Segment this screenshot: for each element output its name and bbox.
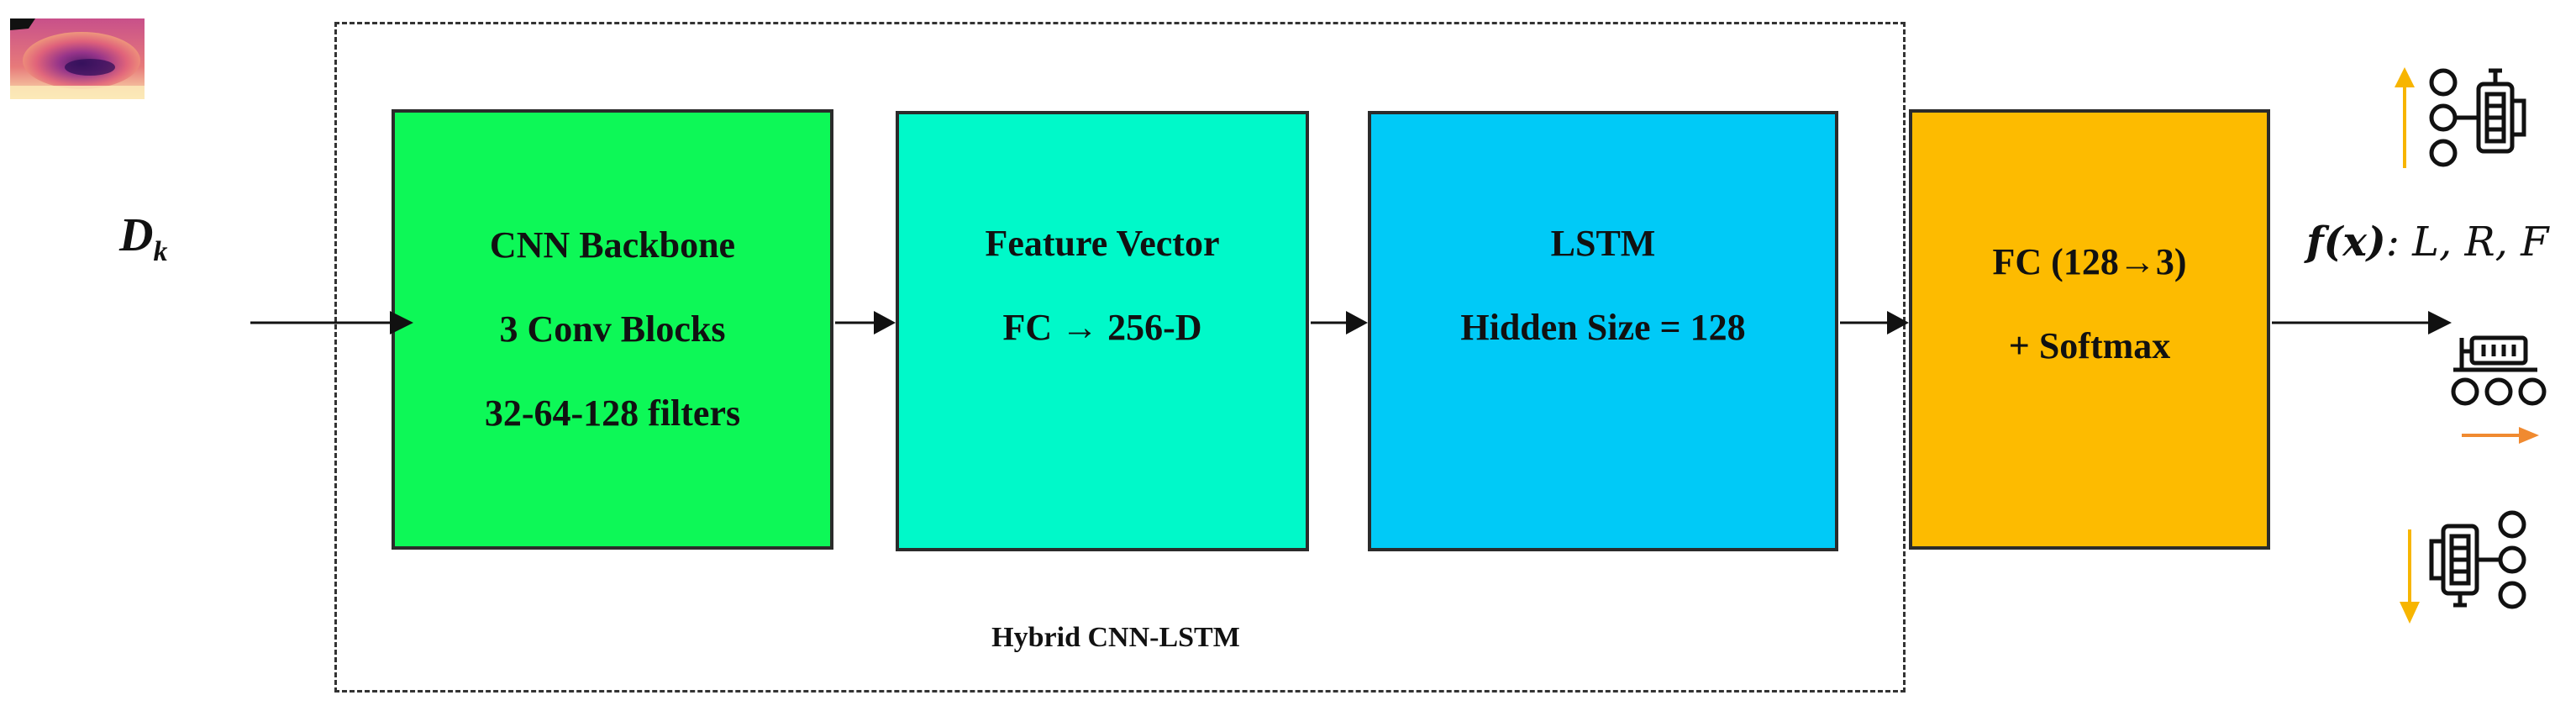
block-line: Hidden Size = 128	[1460, 307, 1746, 348]
output-classes: : L, R, F	[2385, 219, 2549, 266]
depth-image	[10, 18, 145, 99]
input-label: Dk	[119, 208, 167, 268]
input-label-sub: k	[153, 236, 168, 268]
down-arrow-icon	[2400, 529, 2420, 624]
lstm-to-fc-arrow-head	[1887, 311, 1909, 334]
output-function: f(x)	[2306, 219, 2386, 266]
input-arrow-head	[390, 311, 413, 334]
depth-map-graphic	[10, 18, 145, 99]
lstm-block: LSTM Hidden Size = 128	[1368, 111, 1838, 551]
block-line: 3 Conv Blocks	[499, 308, 726, 350]
group-label: Hybrid CNN-LSTM	[991, 622, 1240, 653]
rover-forward-icon	[2451, 335, 2547, 406]
flow-arrows	[250, 311, 2452, 334]
output-arrow-head	[2428, 311, 2452, 334]
feature-vector-block: Feature Vector FC → 256-D	[896, 111, 1309, 551]
hybrid-cnn-lstm-group	[334, 22, 1906, 693]
input-label-main: D	[119, 209, 154, 261]
block-line: + Softmax	[2008, 325, 2171, 366]
block-line: FC → 256-D	[1002, 307, 1202, 348]
cnn-to-feature-arrow-head	[874, 311, 896, 334]
fc-softmax-block: FC (128→3) + Softmax	[1909, 109, 2270, 550]
block-line: LSTM	[1550, 223, 1656, 264]
up-arrow-icon	[2395, 67, 2415, 168]
feature-to-lstm-arrow-head	[1346, 311, 1368, 334]
block-line: CNN Backbone	[489, 224, 736, 266]
rover-right-icon	[2429, 510, 2526, 609]
block-line: Feature Vector	[985, 223, 1220, 264]
rover-left-icon	[2429, 68, 2526, 167]
output-label: f(x): L, R, F	[2306, 219, 2548, 266]
block-line: 32-64-128 filters	[484, 392, 741, 434]
block-line: FC (128→3)	[1992, 241, 2187, 282]
right-arrow-icon	[2462, 427, 2539, 444]
